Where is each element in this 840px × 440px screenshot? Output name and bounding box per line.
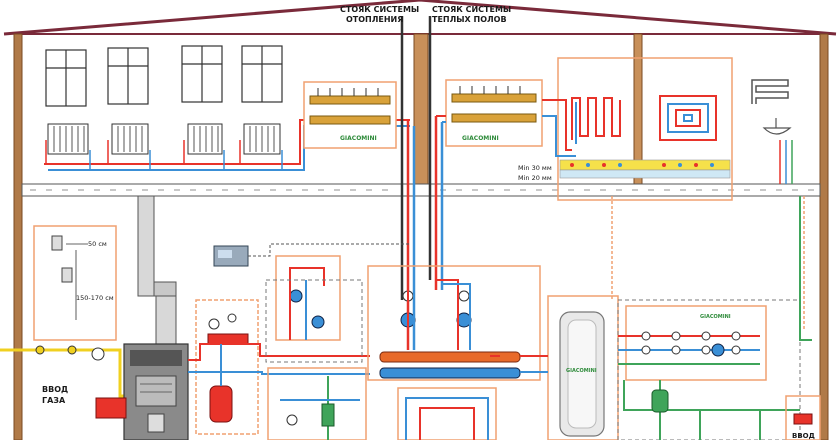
storage-tank-icon: [559, 311, 605, 437]
sink-supply-lines: [779, 140, 793, 184]
underfloor-loop-icon: [571, 97, 621, 144]
radiator-connections: [45, 140, 283, 170]
sink-icon: [762, 118, 792, 135]
pump-group-bottom: [267, 367, 367, 440]
screed-pipe-dots: [570, 163, 714, 167]
underfloor-manifold: [451, 86, 537, 123]
brand-manifold-right: GIACOMINI: [462, 135, 499, 142]
window-icon: [181, 45, 223, 103]
underfloor-room-box: [557, 57, 733, 201]
chimney: [137, 195, 177, 345]
gas-meter-fixtures: [51, 235, 73, 283]
riser-floor-label-2: ТЕПЛЫХ ПОЛОВ: [432, 15, 507, 24]
radiator-icon: [111, 123, 149, 155]
screed-layer: [559, 159, 731, 171]
burner-icon: [95, 397, 127, 419]
riser-heating-label-2: ОТОПЛЕНИЯ: [346, 15, 403, 24]
hydraulic-module-box: [367, 265, 541, 381]
controller-wiring: [248, 243, 410, 257]
boiler-safety-box: [195, 299, 259, 435]
hydraulic-module-lines: [407, 276, 500, 357]
valve-icon: [286, 414, 298, 426]
dashed-zone: [265, 279, 363, 363]
boiler-circuit-lines: [188, 343, 370, 386]
min-20-label: Min 20 мм: [518, 174, 552, 182]
min-30-label: Min 30 мм: [518, 164, 552, 172]
safety-group-icon: [207, 313, 249, 345]
valve-icon: [641, 331, 741, 355]
tank-connections: [520, 355, 548, 373]
gas-valves: [35, 345, 105, 361]
radiator-manifold-box: [303, 81, 397, 149]
brand-boiler-tank: GIACOMINI: [566, 368, 597, 374]
height-150-170-label: 150-170 см: [76, 294, 114, 302]
pump-icon: [711, 343, 725, 357]
gas-meter-box: [33, 225, 117, 341]
center-column: [413, 33, 429, 185]
window-icon: [45, 49, 87, 107]
towel-rail-icon: [751, 79, 789, 104]
height-50-label: 50 см: [88, 240, 107, 248]
riser-floor-label-1: СТОЯК СИСТЕМЫ: [432, 5, 511, 14]
expansion-tank-icon: [651, 389, 669, 413]
radiator-manifold: [309, 88, 391, 125]
underfloor-feed-lines: [436, 99, 576, 157]
underfloor-manifold-box: [445, 79, 543, 147]
pump-icon: [289, 289, 325, 329]
radiator-icon: [187, 123, 223, 155]
underfloor-riser: [428, 16, 444, 290]
bottom-center-lines: [405, 397, 489, 440]
right-dashed-frame: [617, 299, 801, 440]
water-input-frame: [785, 395, 821, 440]
window-icon: [241, 45, 283, 103]
radiator-icon: [47, 123, 89, 155]
insulation-layer: [559, 169, 731, 179]
expansion-tank-icon: [209, 385, 233, 423]
boiler-icon: [123, 343, 189, 440]
radiator-icon: [243, 123, 281, 155]
controller-screen: [218, 250, 232, 258]
left-wall: [13, 33, 23, 440]
dimension-lines: [66, 243, 88, 320]
bottom-center-box: [397, 387, 497, 440]
water-input-label: ВВОД: [792, 432, 815, 440]
pump-group-left-lines: [289, 267, 325, 340]
underfloor-loop-icon: [659, 95, 717, 141]
right-wall-risers: [611, 196, 805, 330]
riser-heating-label-1: СТОЯК СИСТЕМЫ: [340, 5, 419, 14]
roof-outline: [3, 0, 837, 36]
floor-slab: [21, 183, 821, 197]
water-meter-icon: [793, 413, 813, 425]
window-icon: [107, 47, 149, 105]
pump-group-bottom-lines: [280, 376, 360, 440]
filter-icon: [321, 403, 335, 427]
brand-manifold-left: GIACOMINI: [340, 135, 377, 142]
gas-input-label-1: ВВОД: [42, 385, 68, 394]
hydraulic-collectors: [379, 351, 521, 379]
right-wall: [819, 33, 829, 440]
pump-icon: [400, 312, 472, 328]
gas-input-label-2: ГАЗА: [42, 396, 66, 405]
brand-right-manifold: GIACOMINI: [700, 314, 731, 320]
pump-group-left: [275, 255, 341, 341]
right-manifold-box: [625, 305, 767, 381]
